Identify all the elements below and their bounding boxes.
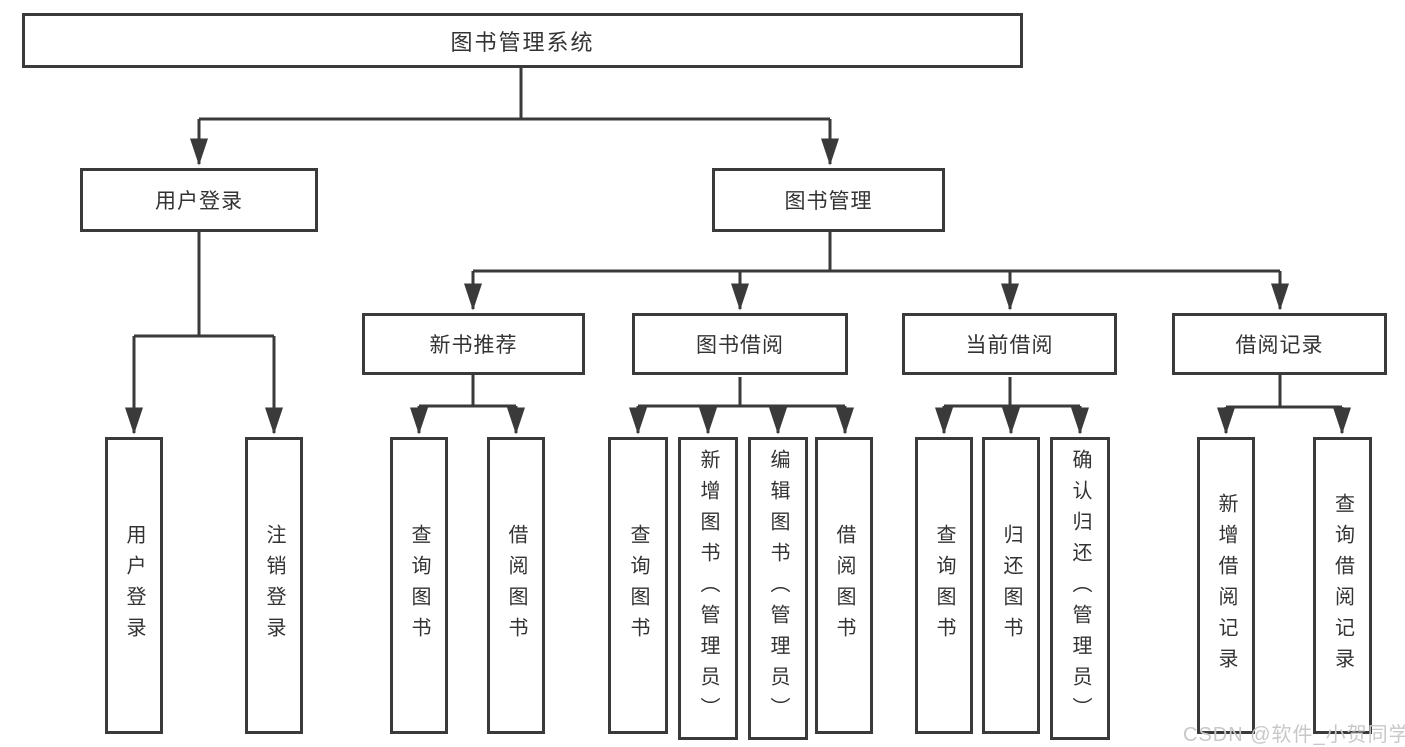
leaf-logout: 注销登录 [245,437,303,734]
node-book-borrow-label: 图书借阅 [696,334,784,357]
leaf-newbooks-query-books-label: 查询图书 [408,523,430,648]
node-borrow-records-label: 借阅记录 [1235,334,1324,357]
node-user-login-label: 用户登录 [155,190,243,213]
leaf-borrow-add-book-admin: 新增图书（管理员） [678,437,738,740]
connector-userlogin-fork [134,232,274,338]
leaf-newbooks-borrow-books-label: 借阅图书 [505,523,527,648]
leaf-current-query-books: 查询图书 [915,437,973,734]
leaf-current-confirm-return-admin-label: 确认归还（管理员） [1069,449,1091,728]
node-new-book-recommend-label: 新书推荐 [429,334,518,357]
node-book-management-label: 图书管理 [784,190,873,213]
leaf-newbooks-query-books: 查询图书 [390,437,448,734]
leaf-records-add-record: 新增借阅记录 [1197,437,1255,734]
node-current-borrow-label: 当前借阅 [965,334,1054,357]
connector-records-fork [1226,375,1342,409]
connector-newbooks-fork [419,375,516,408]
leaf-borrow-edit-book-admin-label: 编辑图书（管理员） [767,449,789,728]
node-user-login: 用户登录 [80,168,318,232]
node-book-management: 图书管理 [712,168,945,232]
connector-current-fork [944,377,1080,408]
leaf-borrow-edit-book-admin: 编辑图书（管理员） [748,437,808,740]
leaf-current-confirm-return-admin: 确认归还（管理员） [1050,437,1110,740]
connector-root-trunk [199,68,830,121]
connector-borrow-fork [638,377,845,408]
leaf-records-query-record: 查询借阅记录 [1313,437,1372,734]
leaf-records-query-record-label: 查询借阅记录 [1331,492,1354,679]
leaf-logout-label: 注销登录 [263,523,285,648]
leaf-borrow-borrow-books-label: 借阅图书 [833,523,855,648]
node-root-label: 图书管理系统 [450,29,595,55]
leaf-newbooks-borrow-books: 借阅图书 [487,437,545,734]
node-root: 图书管理系统 [22,13,1023,68]
leaf-current-return-books-label: 归还图书 [1000,523,1022,648]
leaf-user-login-label: 用户登录 [123,523,145,648]
node-book-borrow: 图书借阅 [632,313,848,375]
node-current-borrow: 当前借阅 [902,313,1117,375]
leaf-borrow-borrow-books: 借阅图书 [815,437,873,734]
csdn-watermark: CSDN @软件_小贺同学 [1183,724,1405,746]
node-borrow-records: 借阅记录 [1172,313,1387,375]
leaf-borrow-query-books-label: 查询图书 [627,523,649,648]
leaf-user-login: 用户登录 [105,437,163,734]
leaf-borrow-add-book-admin-label: 新增图书（管理员） [697,449,719,728]
leaf-records-add-record-label: 新增借阅记录 [1215,492,1237,679]
node-new-book-recommend: 新书推荐 [362,313,585,375]
connector-bookmgmt-trunk [473,232,1280,273]
leaf-borrow-query-books: 查询图书 [608,437,668,734]
leaf-current-return-books: 归还图书 [982,437,1040,734]
leaf-current-query-books-label: 查询图书 [933,523,955,648]
